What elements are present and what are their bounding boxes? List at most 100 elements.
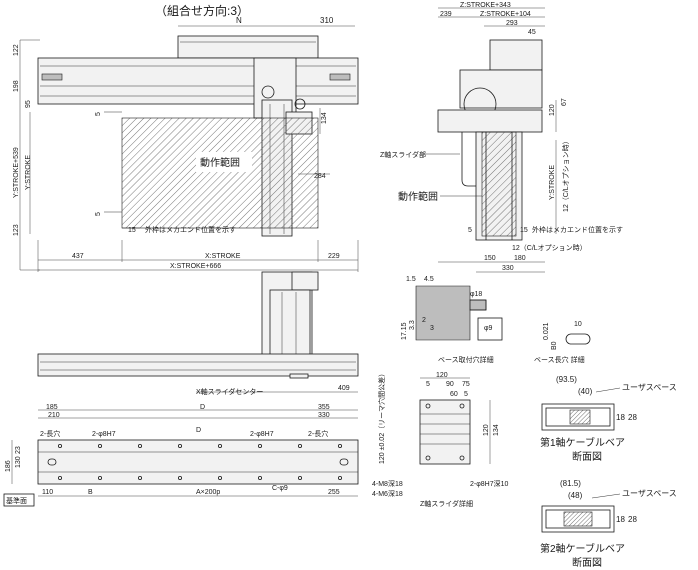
right-side-view: Z:STROKE+343 239 Z:STROKE+104 293 45 120… [380,2,623,273]
base-bottom [37,439,359,485]
dim-130: 130 [15,456,22,468]
bottom-dim-D1: D [200,404,205,411]
dim-0-021: 0.021 [543,322,550,340]
z-dim-120: 120 [436,372,448,379]
bottom-dim-185: 185 [46,404,58,411]
dim-15: 15 [128,227,136,234]
bottom-dim-255: 255 [328,489,340,496]
dim-y-stroke-539: Y:STROKE+539 [13,147,20,198]
z-axis-top-body [177,35,319,59]
cable1-dim-93-5: (93.5) [556,375,577,384]
dim-284: 284 [314,173,326,180]
bottom-dim-330: 330 [318,412,330,419]
dim-293: 293 [506,20,518,27]
cable1-dim-40: (40) [578,387,593,396]
drawing-title: （組合せ方向:3） [155,3,249,18]
z-slider-detail: 120 5 90 75 60 5 120 134 120 ±0.02（リーマ穴間… [372,370,508,508]
dim-134: 134 [321,112,328,124]
z-motor [489,39,543,71]
dim-z-stroke-104: Z:STROKE+104 [480,11,531,18]
z-dim-75: 75 [462,381,470,388]
bottom-dim-a200p: A×200p [196,489,220,496]
dim-3-3: 3.3 [409,320,416,330]
cable-bear-1: (93.5) (40) ユーザスペース 18 28 第1軸ケーブルベア 断面図 [540,375,677,463]
cable-bear-2: (81.5) (48) ユーザスペース 18 28 第2軸ケーブルベア 断面図 [540,479,677,569]
cable2-dim-28: 28 [628,515,637,524]
dim-67: 67 [561,98,568,106]
phi18: φ18 [470,291,482,298]
slot-2b: 2-長穴 [308,429,328,438]
m6-holes: 4-M6深18 [372,489,403,498]
dim-23: 23 [15,446,22,454]
pin-holes: 2-φ8H7深10 [470,479,508,488]
cable2-caption-2: 断面図 [572,556,602,569]
dim-2: 2 [422,317,426,324]
dim-437: 437 [72,253,84,260]
dim-409: 409 [338,385,350,392]
bottom-dim-110: 110 [42,489,53,496]
reamer-tolerance: 120 ±0.02（リーマ穴間公差） [377,370,386,464]
cable1-user-space: ユーザスペース [622,383,677,392]
dim-95: 95 [25,100,32,108]
cable2-dim-18: 18 [616,515,625,524]
z-dim-5: 5 [426,381,430,388]
z-dim-60: 60 [450,391,458,398]
base-reference-face: 基準面 [6,496,27,505]
m8-holes: 4-M8深18 [372,479,403,488]
dim-5a: 5 [95,112,102,116]
dim-x-stroke: X:STROKE [205,253,241,260]
dim-10: 10 [574,321,582,328]
z-dim-120v: 120 [483,424,490,436]
dim-5b: 5 [95,212,102,216]
x-axis-section [437,109,543,133]
cable1-caption-2: 断面図 [572,450,602,463]
right-dim-y-stroke: Y:STROKE [549,165,556,200]
x-axis-rail-top [37,57,359,105]
dim-229: 229 [328,253,340,260]
dim-122: 122 [13,44,20,56]
z-slider-label: Z軸スライダ部 [380,150,426,159]
slot-2a: 2-長穴 [40,429,60,438]
x-slider-center: X軸スライダセンター [196,387,263,396]
cable2-user-space: ユーザスペース [622,489,677,498]
dim-z-stroke-343: Z:STROKE+343 [460,2,511,9]
work-area-hatch [121,117,319,229]
dim-123: 123 [13,224,20,236]
bottom-dim-210: 210 [48,412,60,419]
outer-frame-note: 外枠はメカエンド位置を示す [145,225,236,234]
cable2-dim-81-5: (81.5) [560,479,581,488]
slot-caption: ベース長穴 詳細 [534,355,585,364]
cable1-caption-1: 第1軸ケーブルベア [540,436,625,449]
dim-310: 310 [320,16,334,25]
dim-12-option-2: 12（C/Lオプション時） [512,244,587,252]
base-hole-caption: ベース取付穴詳細 [438,355,494,364]
dim-45: 45 [528,29,536,36]
pin-2a: 2-φ8H7 [92,431,116,438]
front-view: X軸スライダセンター 409 [37,271,359,396]
dim-1-5: 1.5 [406,276,416,283]
x-axis-rail-front [37,353,359,377]
dim-180: 180 [514,255,526,262]
bottom-dim-D2: D [196,427,201,434]
dim-y-stroke: Y:STROKE [25,155,32,190]
z-dim-90: 90 [446,381,454,388]
cable1-dim-28: 28 [628,413,637,422]
right-dim-15: 15 [520,227,528,234]
z-dim-5b: 5 [464,391,468,398]
dim-x-stroke-666: X:STROKE+666 [170,263,221,270]
dim-186: 186 [5,460,12,472]
dim-4-5: 4.5 [424,276,434,283]
cable2-caption-1: 第2軸ケーブルベア [540,542,625,555]
dim-239: 239 [440,11,452,18]
bottom-dim-355: 355 [318,404,330,411]
dim-120: 120 [549,104,556,116]
dim-N: N [236,16,242,25]
dim-198: 198 [13,80,20,92]
work-area-label: 動作範囲 [200,156,240,169]
right-dim-5: 5 [468,227,472,234]
z-dim-134: 134 [493,424,500,436]
right-work-area-label: 動作範囲 [398,190,438,203]
bottom-view: 185 D 355 210 330 2-長穴 2-φ8H7 D 2-φ8H7 2… [3,404,359,507]
dim-3: 3 [430,325,434,332]
